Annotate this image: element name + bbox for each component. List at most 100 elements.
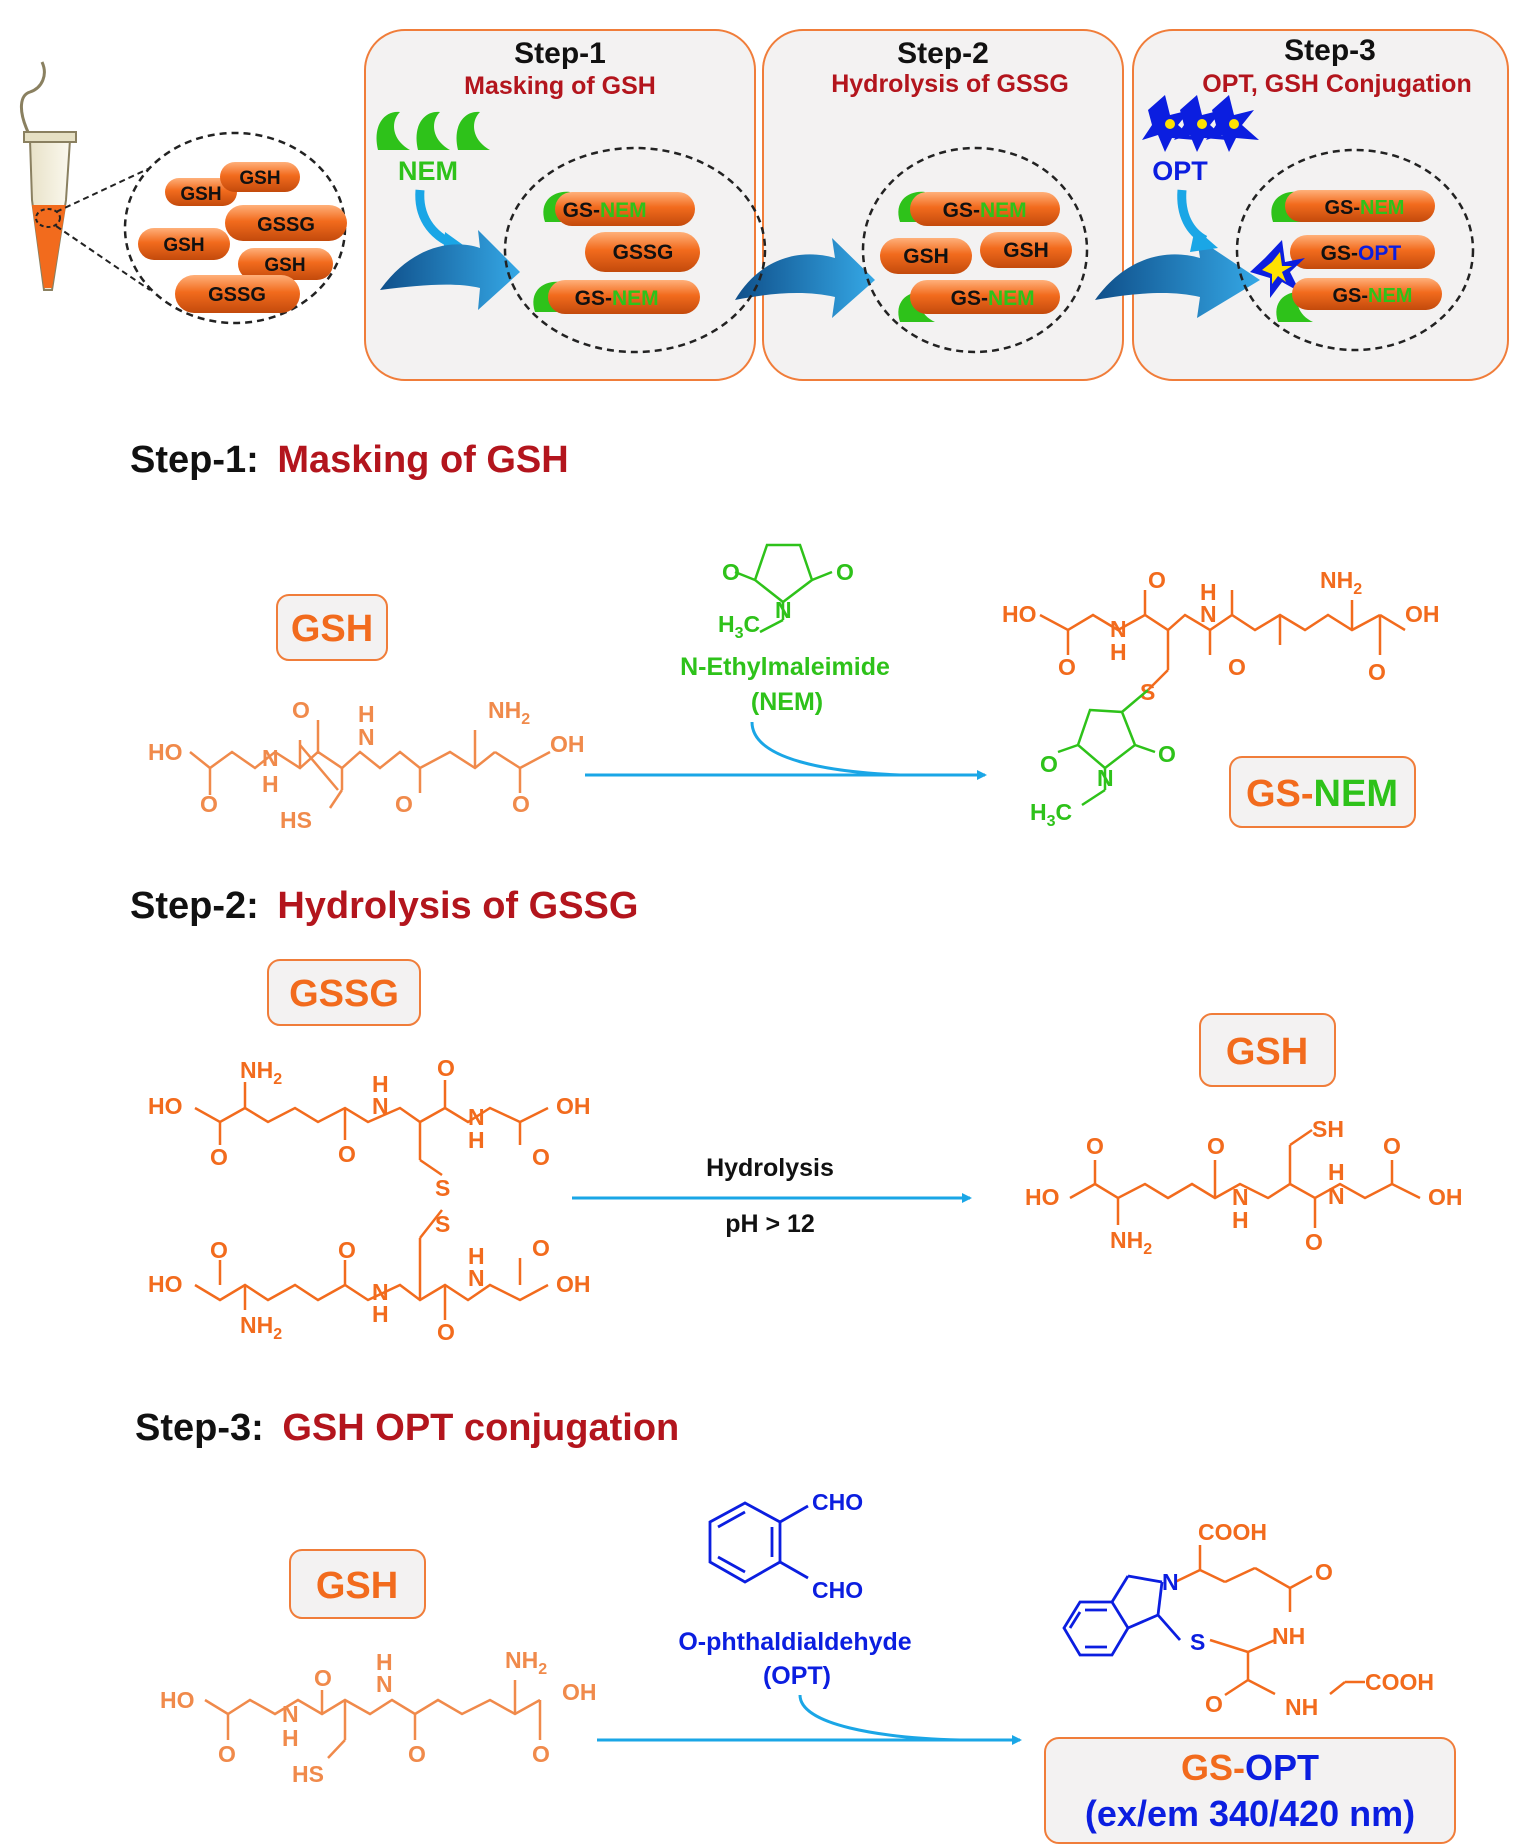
svg-text:HS: HS: [292, 1761, 324, 1787]
nem-crescents-icon: [376, 111, 490, 150]
section3-product-label-1: GS-OPT: [1181, 1747, 1319, 1788]
svg-text:O: O: [218, 1741, 236, 1767]
svg-text:S: S: [1190, 1629, 1205, 1655]
svg-text:HS: HS: [280, 807, 312, 833]
svg-text:HO: HO: [1002, 601, 1037, 627]
svg-text:OH: OH: [556, 1093, 591, 1119]
svg-text:O: O: [1205, 1691, 1223, 1717]
tube-pill-label: GSSG: [257, 214, 315, 236]
svg-text:O: O: [1305, 1229, 1323, 1255]
pill-gs: GS-: [1321, 242, 1358, 265]
svg-text:O: O: [408, 1741, 426, 1767]
svg-text:H: H: [262, 771, 279, 797]
svg-text:O: O: [1383, 1133, 1401, 1159]
svg-text:O: O: [512, 791, 530, 817]
svg-text:O: O: [210, 1237, 228, 1263]
section1-reactant-label: GSH: [291, 608, 373, 650]
section2-product-label: GSH: [1226, 1031, 1308, 1073]
svg-text:H: H: [468, 1243, 485, 1269]
svg-text:O: O: [1228, 654, 1246, 680]
step1-zoom-circle: [503, 146, 767, 354]
pill-nem: NEM: [1368, 285, 1412, 307]
svg-text:O: O: [532, 1235, 550, 1261]
svg-text:OH: OH: [562, 1679, 597, 1705]
svg-text:N: N: [468, 1104, 485, 1130]
svg-text:O: O: [1148, 567, 1166, 593]
section1-reactant-box: [276, 594, 388, 661]
svg-text:S: S: [435, 1175, 450, 1201]
svg-text:O: O: [200, 791, 218, 817]
step2-title: Step-2: [897, 37, 989, 70]
gsh-atoms-1: HO O N H O N H HS O NH2 O OH: [148, 697, 585, 833]
nem-structure: [734, 543, 833, 634]
pill-nem: NEM: [988, 287, 1035, 310]
svg-text:HO: HO: [148, 1271, 183, 1297]
svg-text:NH2: NH2: [240, 1057, 282, 1088]
pill-gs: GS-: [1324, 197, 1360, 219]
gs-nem-atoms: HO O N H O N H S O NH2 O OH: [1002, 567, 1440, 705]
svg-text:NH2: NH2: [240, 1312, 282, 1343]
svg-text:H: H: [1200, 579, 1217, 605]
svg-text:H: H: [1232, 1207, 1249, 1233]
gsh-atoms-2: O HO NH2 O N H SH O H N O OH: [1025, 1116, 1463, 1258]
svg-text:O: O: [1368, 659, 1386, 685]
tube-pill-label: GSH: [264, 255, 305, 276]
svg-text:N: N: [1097, 765, 1114, 791]
svg-text:HO: HO: [148, 1093, 183, 1119]
pill-gs: GS-: [951, 287, 988, 310]
pill-gsh: GSH: [1003, 239, 1049, 262]
svg-text:CHO: CHO: [812, 1577, 863, 1603]
gsh-structure-1: [189, 720, 551, 809]
svg-text:O: O: [338, 1237, 356, 1263]
svg-text:NH2: NH2: [1110, 1227, 1152, 1258]
section1-product-box: [1229, 756, 1416, 828]
svg-text:H: H: [1110, 639, 1127, 665]
section3-reagent-name: O-phthaldialdehyde: [678, 1628, 911, 1656]
svg-text:N: N: [1162, 1569, 1179, 1595]
svg-text:NH: NH: [1285, 1694, 1318, 1720]
svg-text:O: O: [292, 697, 310, 723]
svg-text:N: N: [1110, 616, 1127, 642]
step2-zoom-circle: [861, 146, 1089, 354]
svg-text:N: N: [358, 724, 375, 750]
svg-text:NH2: NH2: [505, 1647, 547, 1678]
svg-text:N: N: [372, 1093, 389, 1119]
section2-arrow-label-top: Hydrolysis: [706, 1154, 834, 1182]
eppendorf-tube-icon: [20, 61, 151, 291]
svg-text:HO: HO: [148, 739, 183, 765]
svg-text:H: H: [358, 701, 375, 727]
section1-reagent-curve: [750, 721, 901, 777]
section3-reagent-curve: [798, 1694, 961, 1742]
step3-zoom-circle: [1235, 148, 1475, 352]
svg-text:NH2: NH2: [1320, 567, 1362, 598]
section2-reactant-box: [267, 959, 421, 1026]
gsh-structure-2: [1069, 1128, 1421, 1228]
step1-reagent-label: NEM: [398, 156, 458, 186]
gs-opt-chain: [1174, 1545, 1365, 1697]
big-arrow-2: [735, 238, 875, 318]
svg-text:H: H: [468, 1127, 485, 1153]
big-arrow-3: [1095, 238, 1260, 318]
section2-arrow-label-bottom: pH > 12: [725, 1210, 815, 1238]
step3-subtitle: OPT, GSH Conjugation: [1202, 70, 1471, 98]
svg-text:H: H: [372, 1071, 389, 1097]
svg-text:COOH: COOH: [1198, 1519, 1267, 1545]
svg-text:O: O: [210, 1144, 228, 1170]
svg-text:O: O: [1207, 1133, 1225, 1159]
svg-text:N: N: [1200, 601, 1217, 627]
svg-text:O: O: [437, 1319, 455, 1345]
svg-text:O: O: [722, 559, 740, 585]
pill-gs: GS-: [1332, 285, 1368, 307]
svg-text:OH: OH: [1405, 601, 1440, 627]
gsh-structure-3: [204, 1680, 542, 1759]
svg-text:N: N: [282, 1701, 299, 1727]
gs-opt-isoindole: [1062, 1574, 1182, 1657]
step1-subtitle: Masking of GSH: [464, 72, 656, 100]
svg-text:H: H: [282, 1725, 299, 1751]
tube-pill-label: GSSG: [208, 284, 266, 306]
svg-text:COOH: COOH: [1365, 1669, 1434, 1695]
svg-text:N: N: [468, 1265, 485, 1291]
section3-product-box: [1044, 1737, 1456, 1844]
section1-reagent-abbr: (NEM): [751, 688, 823, 716]
svg-text:HO: HO: [160, 1687, 195, 1713]
